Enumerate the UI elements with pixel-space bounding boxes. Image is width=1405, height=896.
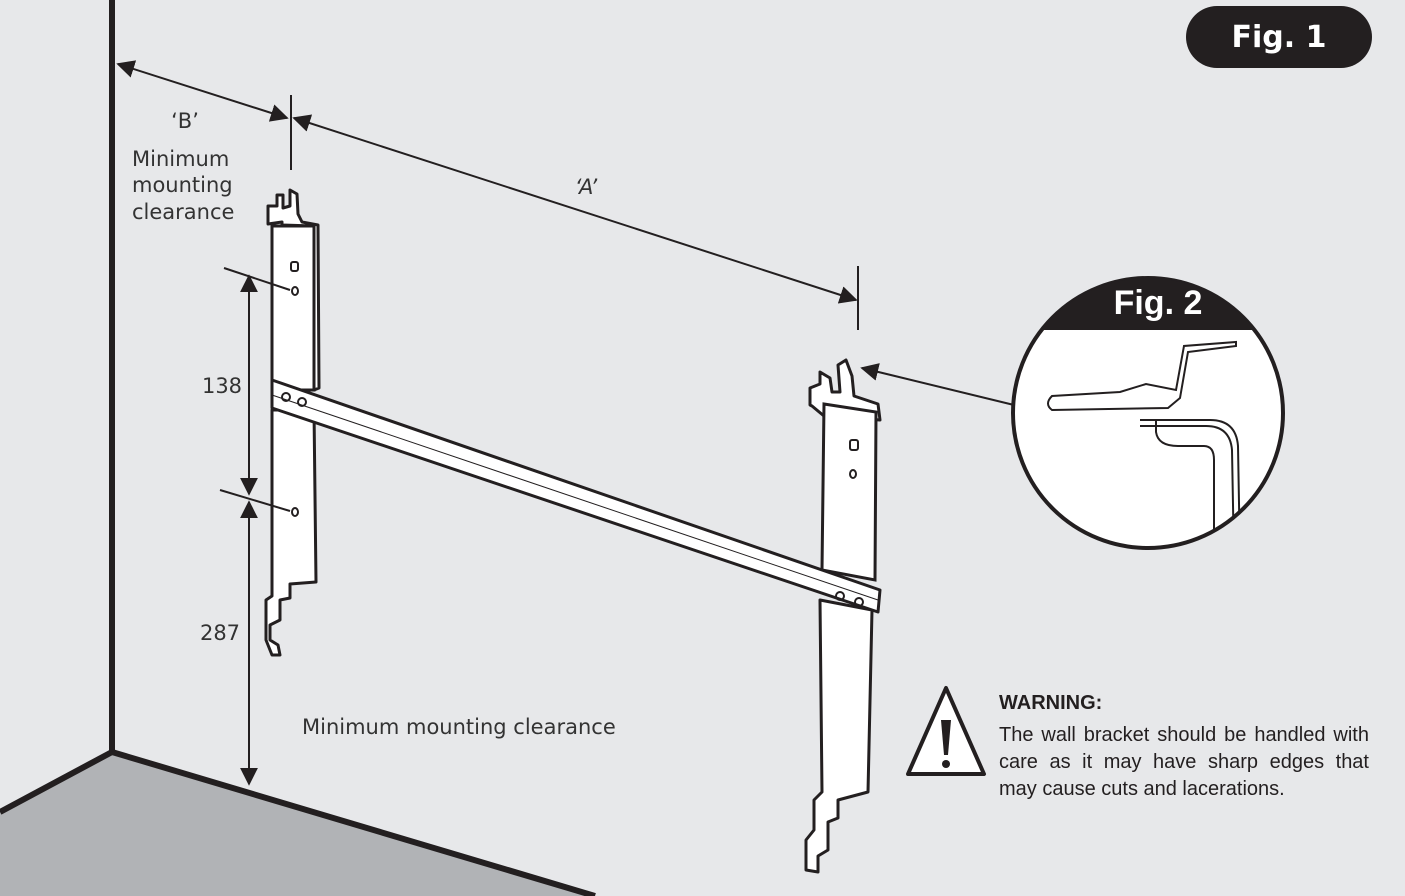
dimension-a-label: ‘A’: [575, 175, 598, 199]
floor-clearance-label: Minimum mounting clearance: [302, 715, 616, 739]
mounting-rail: [270, 378, 882, 614]
dimension-b-arrow: [116, 60, 289, 122]
floor-edge-line: [0, 749, 114, 815]
dimension-287-label: 287: [200, 621, 240, 645]
detail-pointer: [860, 363, 1015, 406]
fig2-detail-view: Fig. 2: [1011, 276, 1285, 550]
warning-text: The wall bracket should be handled with …: [999, 724, 1369, 800]
fig2-label: Fig. 2: [1114, 284, 1203, 322]
fig1-badge: Fig. 1: [1186, 6, 1372, 68]
right-bracket: [804, 358, 882, 874]
dimension-b-label: ‘B’: [171, 109, 199, 133]
wall-floor-line: [111, 749, 596, 896]
b-clearance-caption: Minimum mounting clearance: [132, 147, 235, 224]
dimension-138-label: 138: [202, 374, 242, 398]
warning-title: WARNING:: [999, 692, 1103, 714]
fig1-label: Fig. 1: [1231, 19, 1327, 55]
left-bracket: [264, 188, 321, 657]
dimension-a-arrow: [292, 114, 858, 304]
warning-triangle-icon: [906, 686, 986, 776]
floor: [0, 752, 595, 896]
